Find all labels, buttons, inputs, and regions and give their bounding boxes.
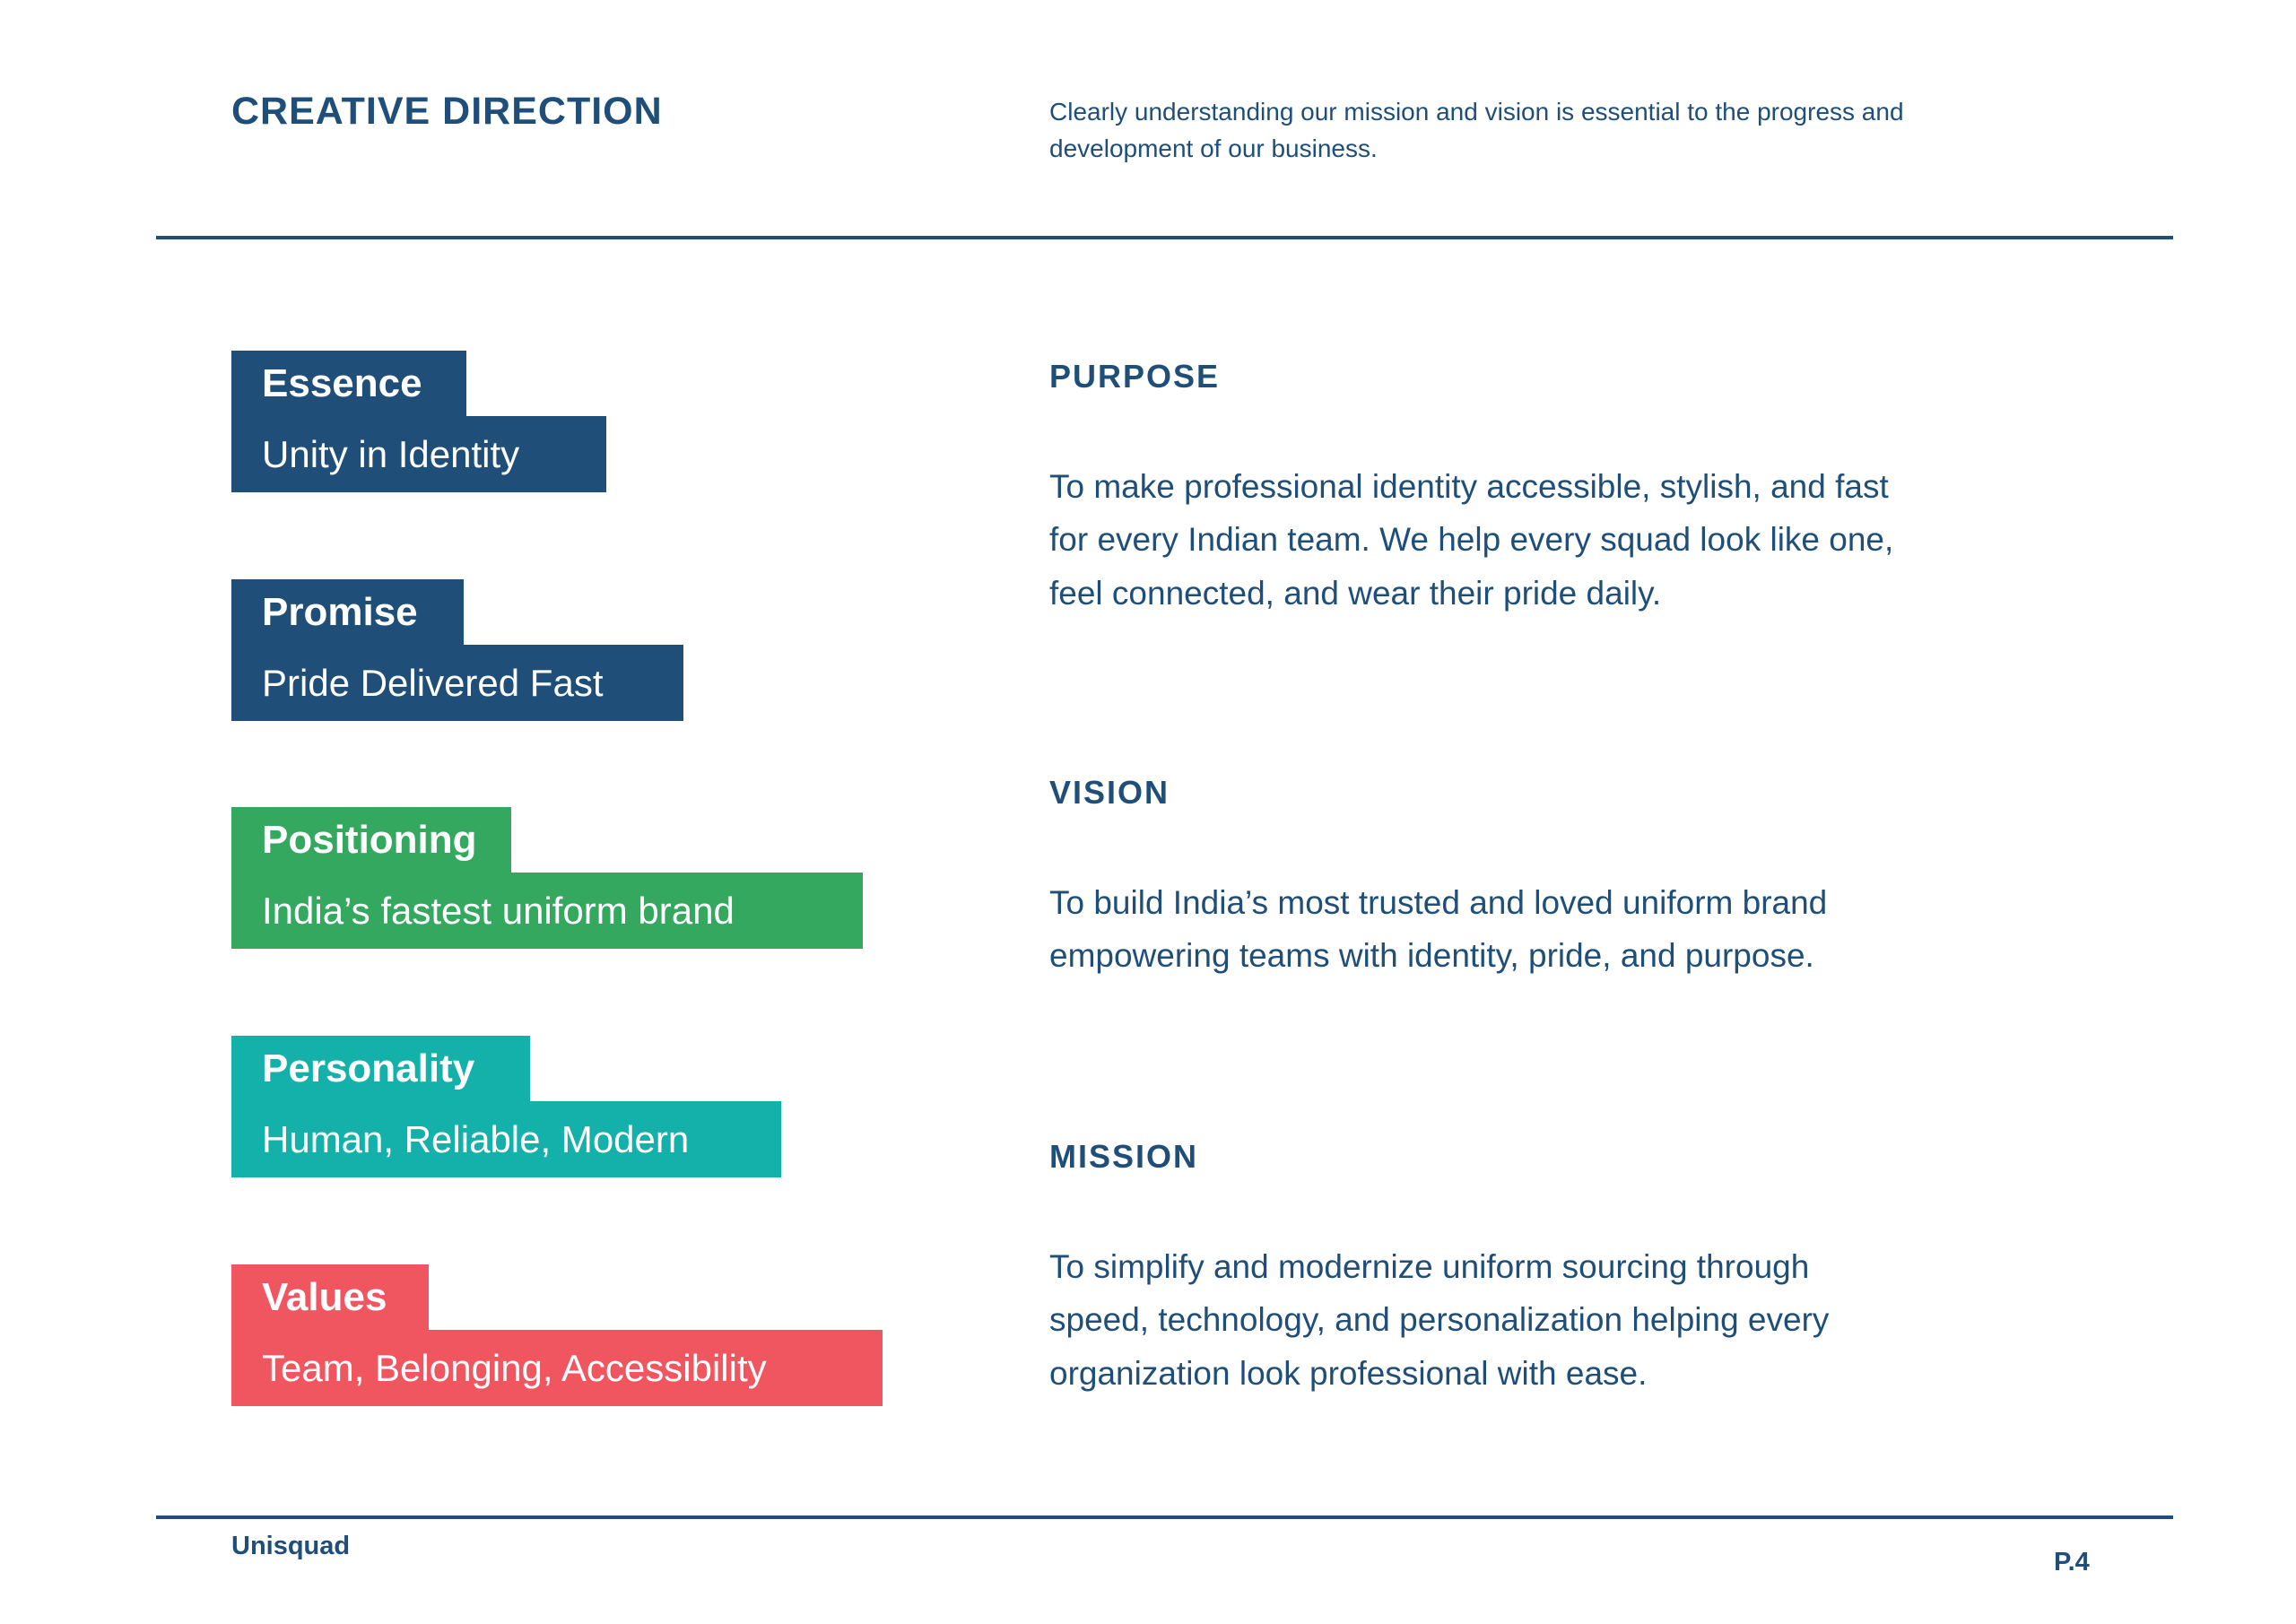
badge-value: Pride Delivered Fast: [231, 645, 683, 721]
section-body: To simplify and modernize uniform sourci…: [1049, 1248, 1830, 1392]
badge-label: Personality: [231, 1036, 530, 1101]
badge-label: Values: [231, 1264, 429, 1330]
badge-value: Unity in Identity: [231, 416, 606, 492]
badge-value: India’s fastest uniform brand: [231, 873, 863, 949]
badge-value: Team, Belonging, Accessibility: [231, 1330, 883, 1406]
badge-personality: Personality Human, Reliable, Modern: [231, 1036, 781, 1177]
badge-values: Values Team, Belonging, Accessibility: [231, 1264, 883, 1406]
footer-page-number: P.4: [2054, 1548, 2090, 1576]
section-body: To build India’s most trusted and loved …: [1049, 884, 1828, 975]
badge-positioning: Positioning India’s fastest uniform bran…: [231, 807, 863, 949]
badge-value: Human, Reliable, Modern: [231, 1101, 781, 1177]
badge-essence: Essence Unity in Identity: [231, 351, 606, 492]
section-heading: VISION: [1049, 774, 1170, 811]
top-divider: [156, 236, 2173, 239]
bottom-divider: [156, 1515, 2173, 1519]
section-purpose: PURPOSE To make professional identity ac…: [1049, 357, 2152, 620]
badge-label: Positioning: [231, 807, 511, 873]
section-vision: VISION To build India’s most trusted and…: [1049, 773, 2152, 983]
footer-brand-name: Unisquad: [231, 1532, 351, 1560]
page-title: CREATIVE DIRECTION: [231, 90, 663, 133]
badge-label: Essence: [231, 351, 466, 416]
badge-label: Promise: [231, 579, 464, 645]
section-heading: PURPOSE: [1049, 358, 1221, 395]
intro-text: Clearly understanding our mission and vi…: [1049, 98, 1904, 163]
section-heading: MISSION: [1049, 1138, 1199, 1175]
badge-promise: Promise Pride Delivered Fast: [231, 579, 683, 721]
section-mission: MISSION To simplify and modernize unifor…: [1049, 1137, 2152, 1400]
section-body: To make professional identity accessible…: [1049, 468, 1894, 612]
